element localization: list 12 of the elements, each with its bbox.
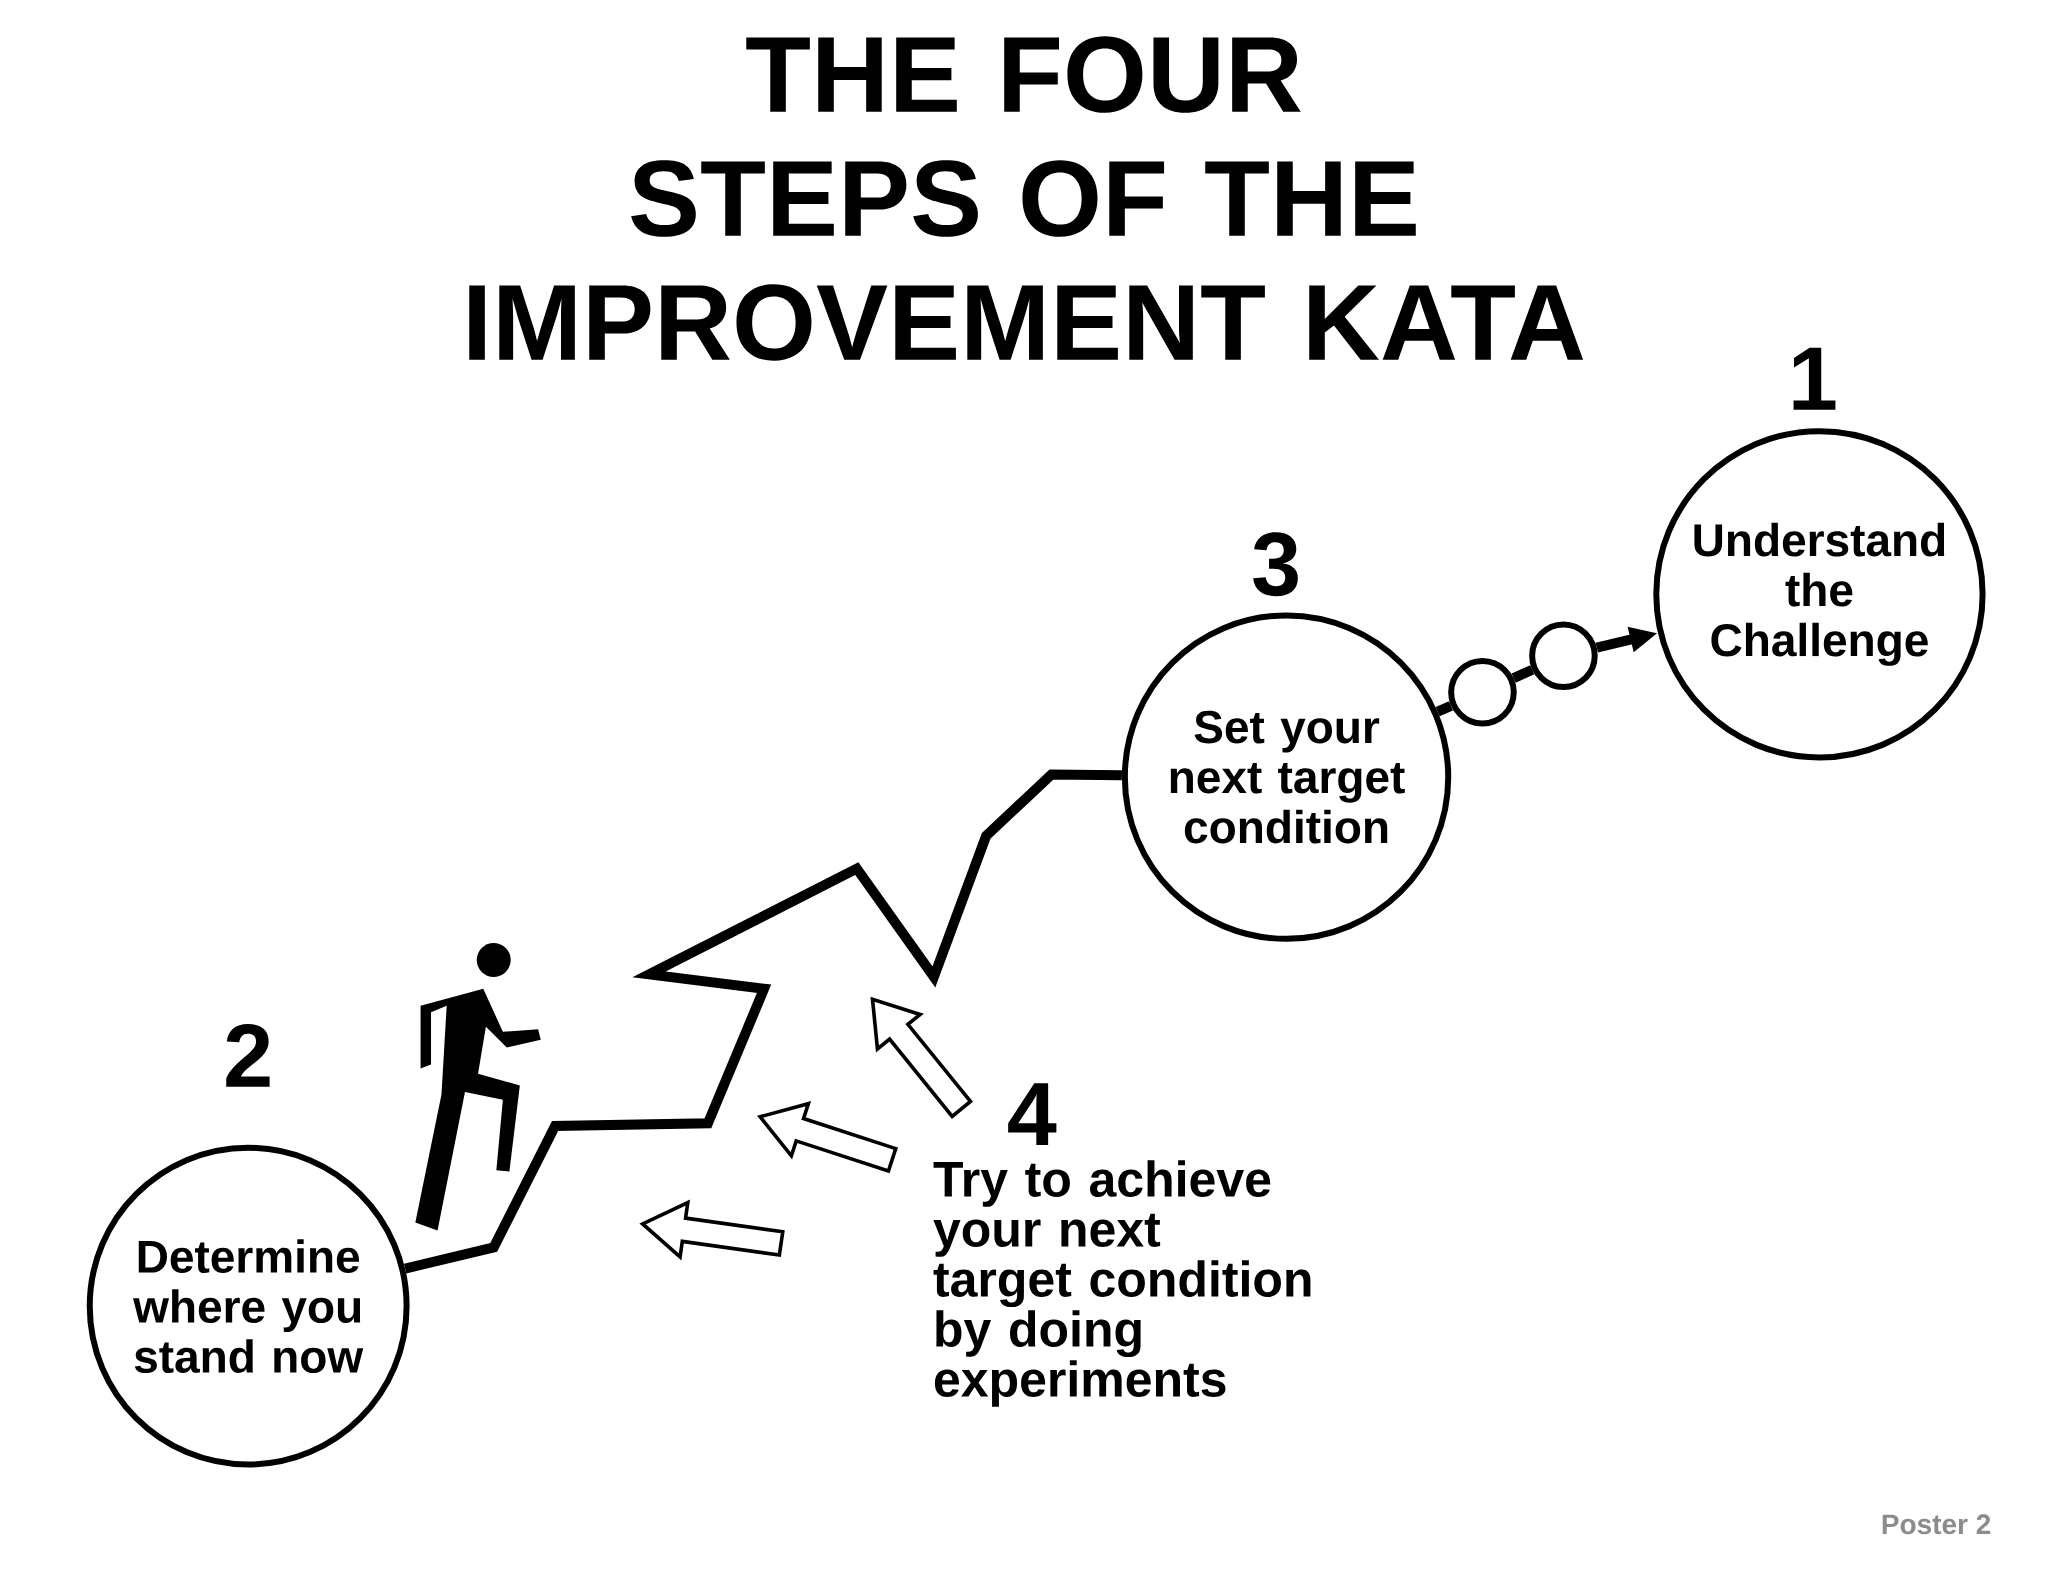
step-number: 2 xyxy=(226,1023,270,1087)
step-number: 4 xyxy=(1008,1083,1057,1146)
small-circle xyxy=(1448,657,1517,727)
path-line xyxy=(1435,701,1453,717)
step-description: Try to achieve your next target condition by doing experiments xyxy=(933,1160,1311,1407)
small-circle xyxy=(1529,621,1598,690)
step-number: 3 xyxy=(1253,532,1298,597)
path-line xyxy=(1511,665,1535,683)
title: THE FOUR STEPS OF THE IMPROVEMENT KATA xyxy=(469,36,1584,361)
step-number: 1 xyxy=(1793,347,1836,410)
poster-number: Poster 2 xyxy=(1882,1514,1991,1535)
path-line xyxy=(404,769,1122,1274)
